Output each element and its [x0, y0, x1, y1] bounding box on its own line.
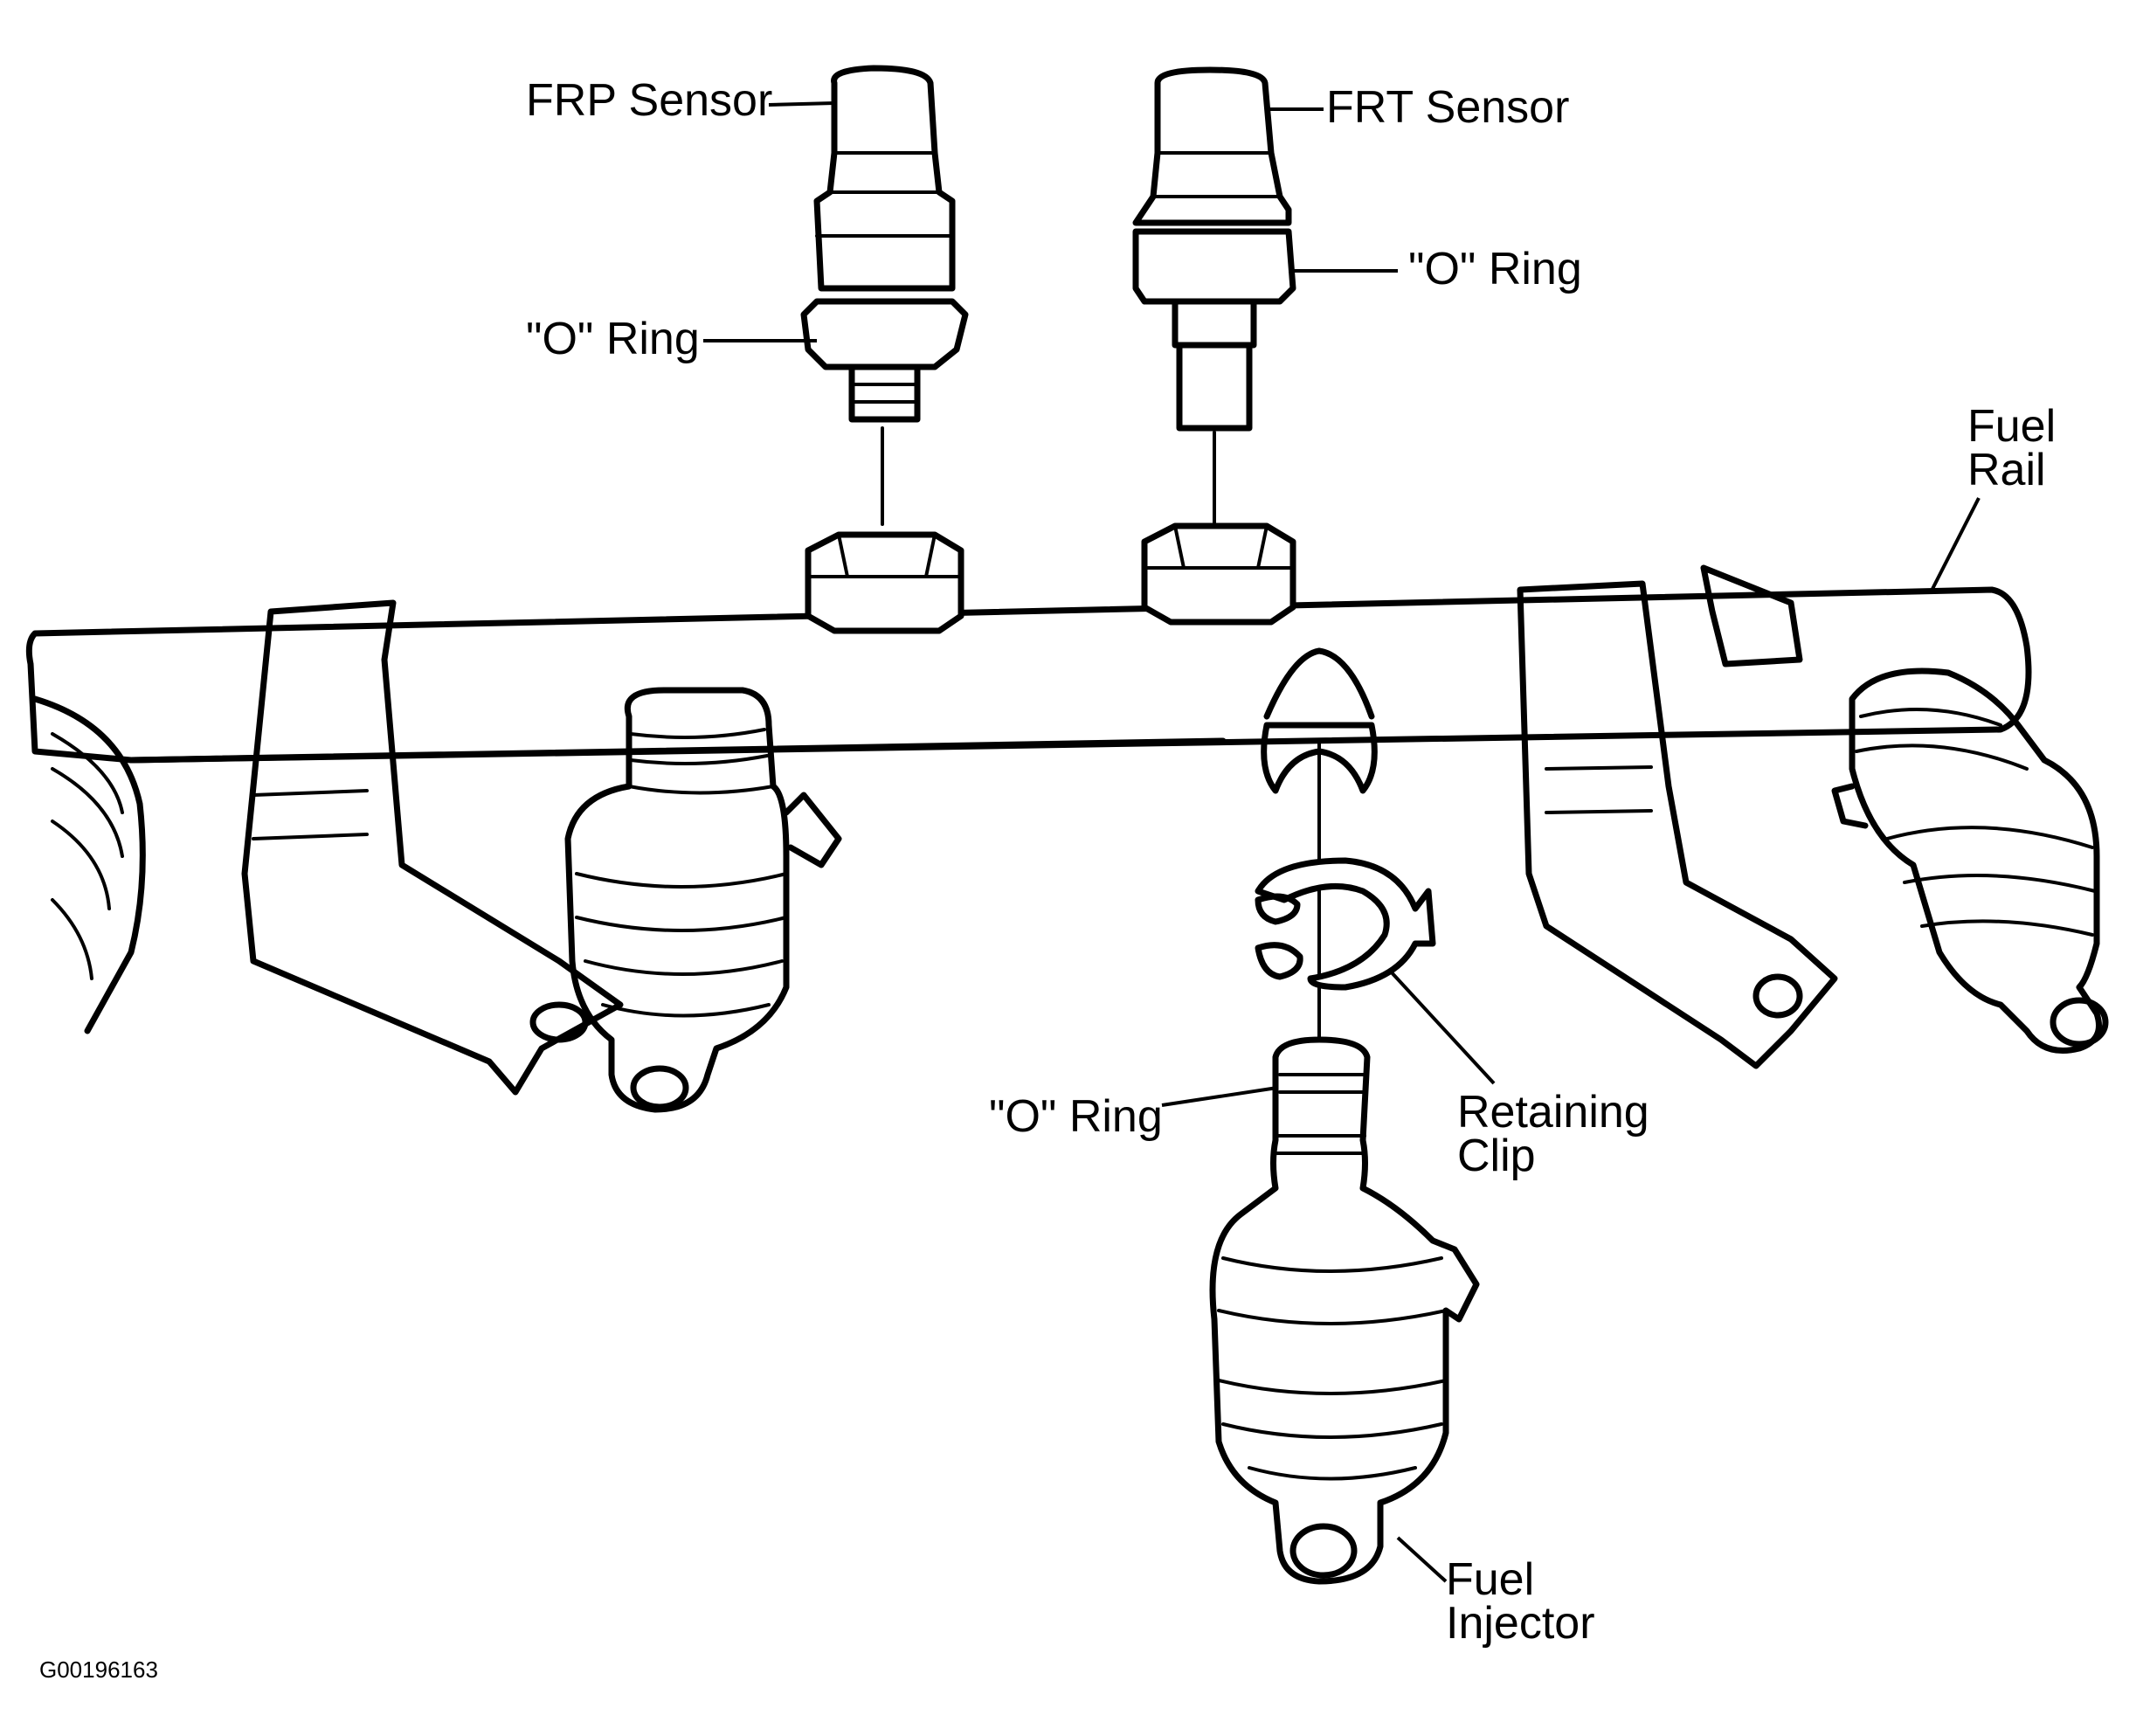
fuel-rail-label-line1: Fuel	[1967, 401, 2056, 452]
right-fuel-injector	[1831, 667, 2109, 1054]
right-mounting-bracket	[1517, 564, 1838, 1069]
frp-sensor-label: FRP Sensor	[526, 75, 772, 126]
fuel-rail	[25, 586, 2032, 764]
left-mounting-bracket	[241, 599, 624, 1096]
injector-o-ring-label: "O" Ring	[989, 1091, 1163, 1142]
left-fuel-injector	[564, 687, 842, 1113]
fuel-injector-label-line2: Injector	[1446, 1598, 1595, 1649]
retaining-clip-label-line2: Clip	[1457, 1131, 1536, 1181]
frt-o-ring-label: "O" Ring	[1408, 244, 1582, 294]
figure-id: G00196163	[39, 1656, 158, 1683]
frp-port-nut	[805, 531, 964, 634]
frt-port-nut	[1141, 522, 1296, 626]
frt-sensor	[1132, 66, 1296, 526]
frp-o-ring-label: "O" Ring	[526, 314, 700, 364]
retaining-clip-label-line1: Retaining	[1457, 1087, 1649, 1138]
retaining-clip	[1255, 857, 1436, 991]
injector-cup	[1261, 647, 1378, 1041]
frt-sensor-label: FRT Sensor	[1326, 82, 1569, 133]
frp-sensor	[800, 65, 969, 526]
fuel-rail-label-line2: Rail	[1967, 445, 2046, 495]
center-fuel-injector	[1209, 1036, 1480, 1585]
fuel-injector-label-line1: Fuel	[1446, 1554, 1534, 1605]
left-edge-injector	[31, 695, 146, 1034]
leader-lines	[703, 101, 1981, 1583]
